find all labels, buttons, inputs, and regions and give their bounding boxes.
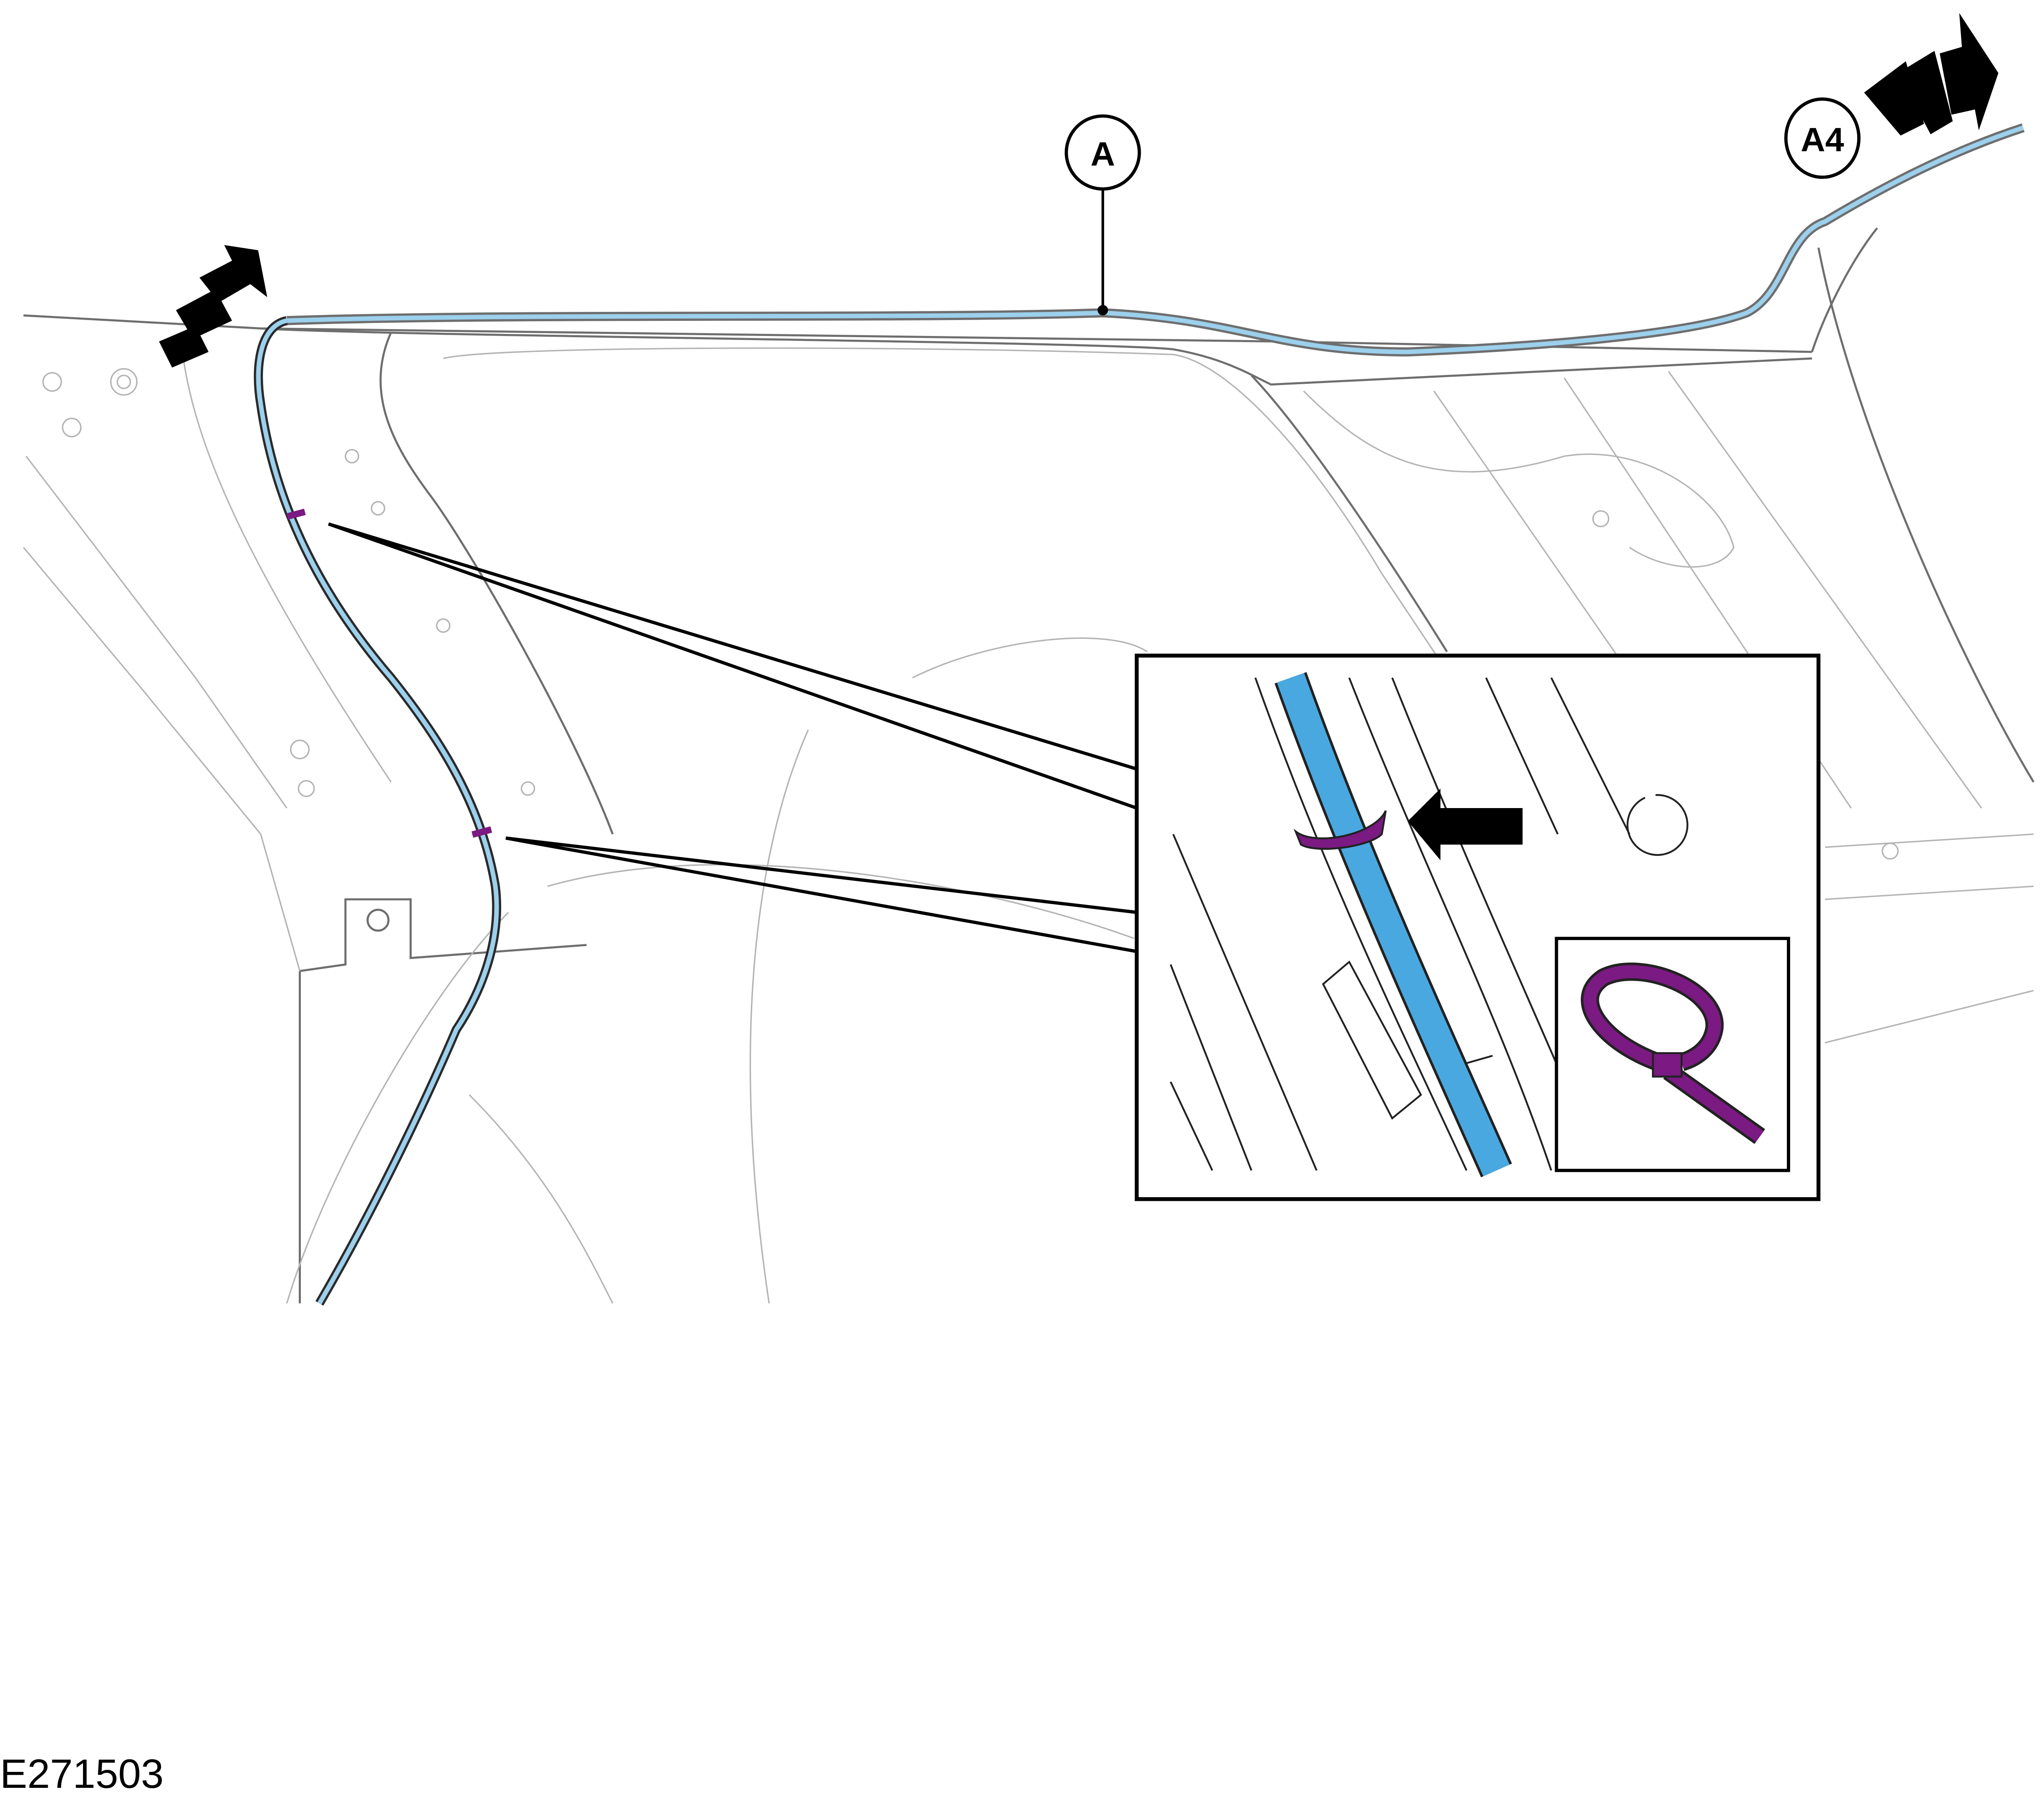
- tie-wrap-marker: [471, 826, 492, 838]
- tie-wrap-marker: [286, 508, 306, 520]
- pointer-arrow-left-icon: [1407, 788, 1523, 860]
- vehicle-body-structure: [23, 227, 2035, 1304]
- tie-wrap-icon: [1581, 963, 1765, 1144]
- figure-id: E271503: [0, 1751, 164, 1797]
- direction-arrow-left-up-icon: [159, 245, 267, 368]
- tie-wrap-detail: [1293, 810, 1387, 850]
- callout-lines: [328, 522, 1137, 953]
- detail-inset: [1134, 654, 1821, 1201]
- cable-a: [253, 123, 2025, 1306]
- label-a-callout: [1065, 114, 1141, 316]
- direction-arrow-right-up-icon: [1864, 13, 1999, 136]
- wiring-illustration: A A4: [23, 13, 2035, 1306]
- label-a4-callout: [1784, 97, 1861, 179]
- label-a4: A4: [1801, 121, 1844, 159]
- label-a: A: [1091, 135, 1115, 173]
